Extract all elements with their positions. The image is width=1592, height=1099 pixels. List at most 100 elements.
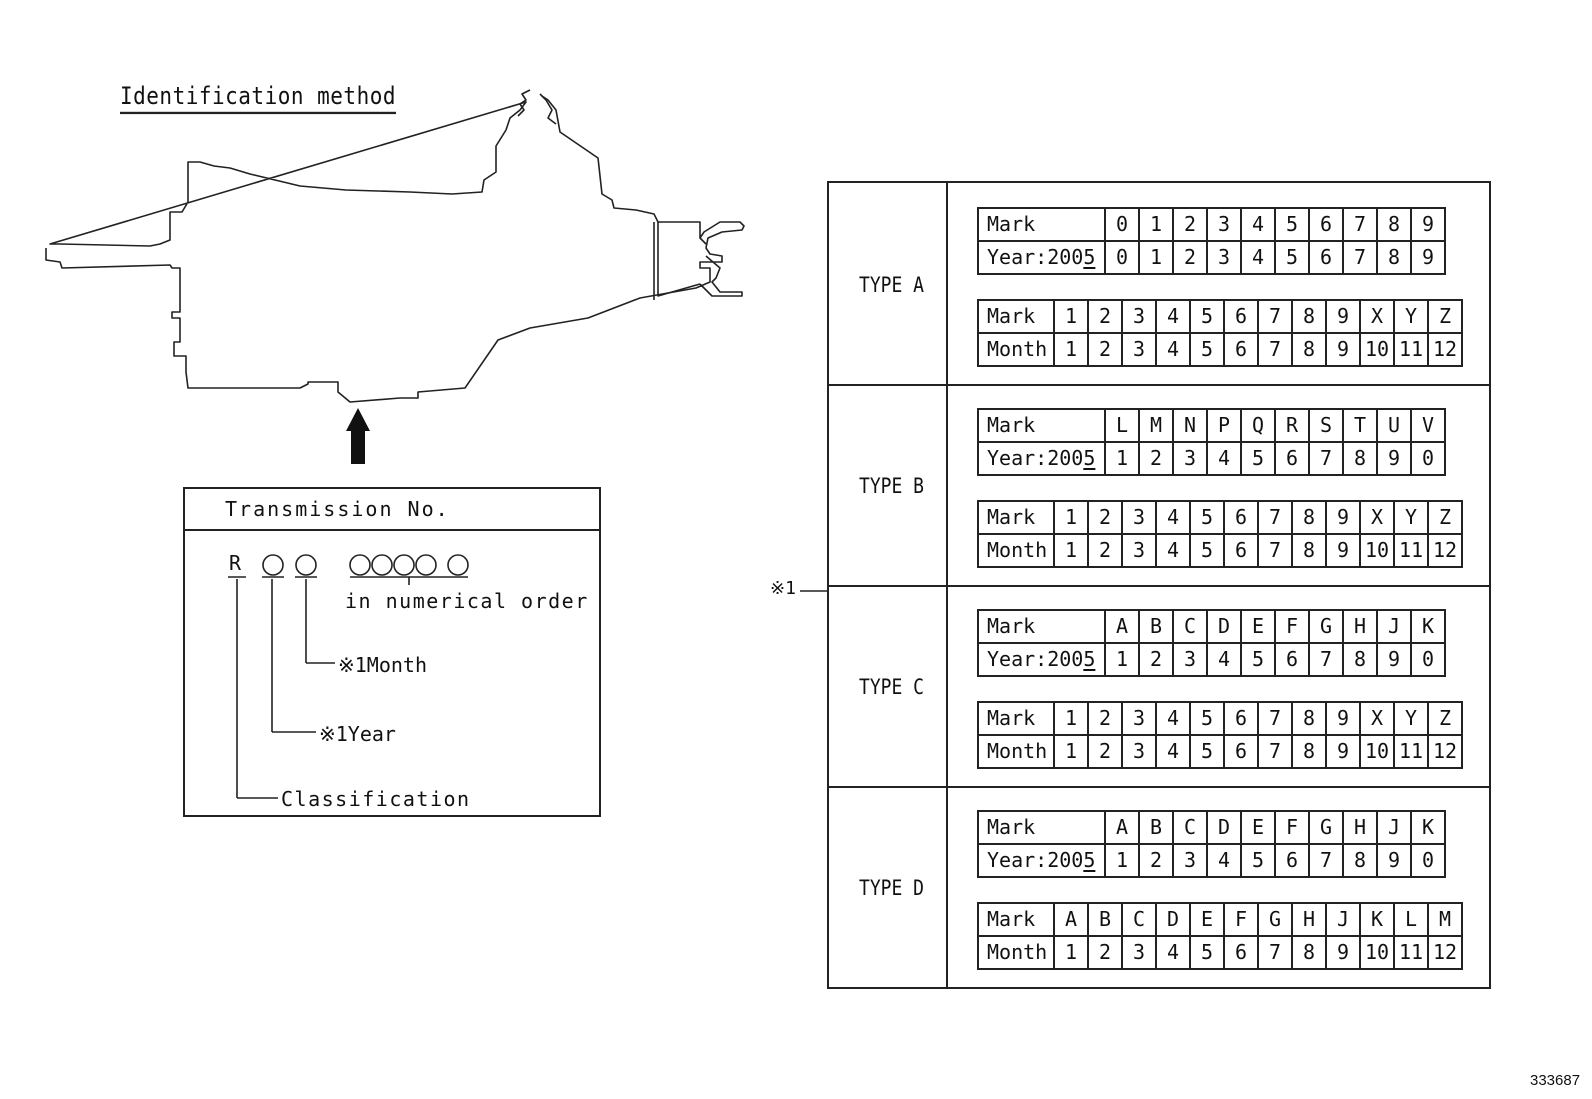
- month-mark-header: Mark: [977, 299, 1055, 334]
- type-c-separator: [829, 585, 1489, 587]
- year-value-cell: 1: [1104, 642, 1140, 677]
- month-mark-cell: G: [1257, 902, 1293, 937]
- location-arrow: [346, 408, 370, 464]
- year-value-header: Year:2005: [977, 642, 1106, 677]
- month-value-cell: 3: [1121, 734, 1157, 769]
- year-mark-cell: T: [1342, 408, 1378, 443]
- year-mark-cell: H: [1342, 810, 1378, 845]
- year-mark-cell: V: [1410, 408, 1446, 443]
- year-value-cell: 4: [1240, 240, 1276, 275]
- year-digit: 5: [1083, 245, 1096, 269]
- year-value-cell: 3: [1172, 843, 1208, 878]
- month-mark-cell: 7: [1257, 701, 1293, 736]
- month-label: ※1Month: [338, 653, 428, 677]
- month-value-cell: 4: [1155, 332, 1191, 367]
- year-prefix: Year:200: [987, 647, 1084, 671]
- transmission-number-box: Transmission No. R in numerical order ※1…: [183, 487, 601, 817]
- year-value-cell: 6: [1274, 642, 1310, 677]
- year-mark-cell: N: [1172, 408, 1208, 443]
- year-mark-cell: M: [1138, 408, 1174, 443]
- month-mark-cell: Z: [1427, 299, 1463, 334]
- transmission-number-title: Transmission No.: [225, 497, 450, 521]
- year-mark-cell: K: [1410, 609, 1446, 644]
- type-d-label: TYPE D: [859, 875, 925, 902]
- year-mark-cell: 0: [1104, 207, 1140, 242]
- month-mark-header: Mark: [977, 902, 1055, 937]
- month-mark-cell: 3: [1121, 500, 1157, 535]
- month-value-cell: 8: [1291, 935, 1327, 970]
- year-value-cell: 8: [1376, 240, 1412, 275]
- month-value-cell: 12: [1427, 533, 1463, 568]
- month-mark-cell: 6: [1223, 500, 1259, 535]
- year-mark-cell: K: [1410, 810, 1446, 845]
- page-heading: Identification method: [120, 82, 397, 115]
- year-mark-cell: S: [1308, 408, 1344, 443]
- month-mark-cell: Z: [1427, 500, 1463, 535]
- year-value-cell: 5: [1240, 843, 1276, 878]
- month-value-cell: 1: [1053, 734, 1089, 769]
- month-value-cell: 10: [1359, 533, 1395, 568]
- year-value-cell: 1: [1104, 843, 1140, 878]
- month-mark-cell: 4: [1155, 701, 1191, 736]
- month-mark-cell: 5: [1189, 701, 1225, 736]
- year-value-cell: 2: [1138, 642, 1174, 677]
- year-mark-cell: 5: [1274, 207, 1310, 242]
- year-mark-cell: B: [1138, 609, 1174, 644]
- month-value-cell: 6: [1223, 332, 1259, 367]
- month-mark-cell: 7: [1257, 500, 1293, 535]
- year-value-cell: 7: [1308, 642, 1344, 677]
- year-value-cell: 3: [1172, 642, 1208, 677]
- year-value-cell: 0: [1410, 441, 1446, 476]
- year-mark-cell: E: [1240, 810, 1276, 845]
- month-value-cell: 4: [1155, 935, 1191, 970]
- shift-lever-squiggle: [517, 89, 557, 125]
- month-mark-cell: L: [1393, 902, 1429, 937]
- year-value-cell: 7: [1308, 843, 1344, 878]
- year-value-cell: 9: [1376, 843, 1412, 878]
- year-value-cell: 8: [1342, 441, 1378, 476]
- year-value-cell: 2: [1138, 843, 1174, 878]
- year-value-header: Year:2005: [977, 441, 1106, 476]
- month-value-cell: 2: [1087, 332, 1123, 367]
- month-mark-header: Mark: [977, 500, 1055, 535]
- month-value-cell: 12: [1427, 935, 1463, 970]
- year-mark-cell: R: [1274, 408, 1310, 443]
- year-mark-cell: D: [1206, 810, 1242, 845]
- year-mark-cell: Q: [1240, 408, 1276, 443]
- year-value-cell: 5: [1240, 441, 1276, 476]
- transmission-number-header: Transmission No.: [185, 489, 599, 531]
- reference-mark: ※1: [770, 578, 796, 599]
- type-c-label: TYPE C: [859, 674, 925, 701]
- year-mark-header: Mark: [977, 810, 1106, 845]
- month-mark-cell: X: [1359, 701, 1395, 736]
- year-value-cell: 0: [1410, 642, 1446, 677]
- year-mark-cell: F: [1274, 609, 1310, 644]
- serial-circle-1: [349, 554, 371, 576]
- year-value-cell: 9: [1376, 642, 1412, 677]
- month-mark-cell: 4: [1155, 299, 1191, 334]
- classification-label: Classification: [281, 787, 471, 811]
- year-value-cell: 2: [1172, 240, 1208, 275]
- year-value-cell: 7: [1342, 240, 1378, 275]
- year-value-header: Year:2005: [977, 240, 1106, 275]
- month-mark-cell: 5: [1189, 299, 1225, 334]
- year-value-cell: 3: [1172, 441, 1208, 476]
- year-digit: 5: [1083, 848, 1096, 872]
- month-value-cell: 4: [1155, 533, 1191, 568]
- year-value-cell: 9: [1410, 240, 1446, 275]
- month-mark-cell: H: [1291, 902, 1327, 937]
- year-mark-cell: 3: [1206, 207, 1242, 242]
- month-mark-cell: 7: [1257, 299, 1293, 334]
- arrow-head-icon: [346, 408, 370, 431]
- year-mark-cell: C: [1172, 810, 1208, 845]
- year-value-cell: 4: [1206, 843, 1242, 878]
- month-value-cell: 11: [1393, 935, 1429, 970]
